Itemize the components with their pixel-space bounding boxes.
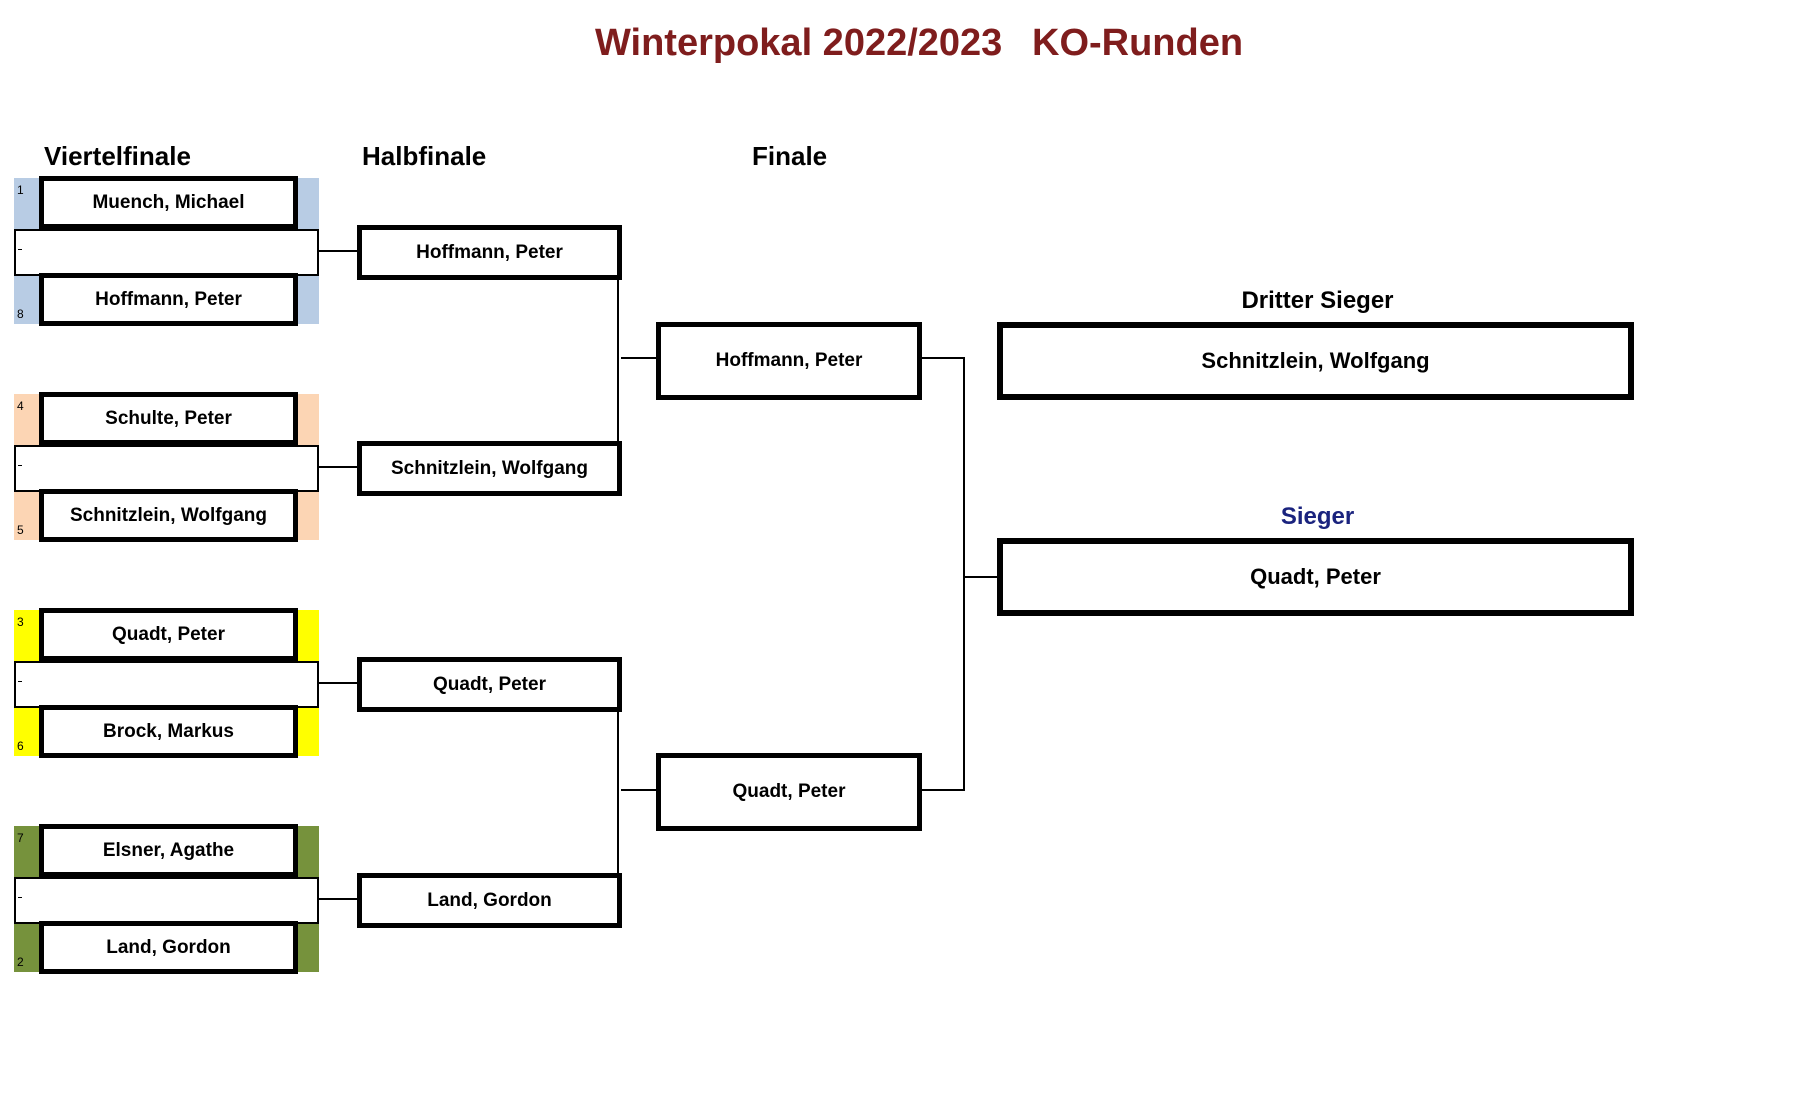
qf2-bottom-player: Schnitzlein, Wolfgang [39, 489, 298, 542]
qf4-match-row [14, 877, 319, 924]
round-label-semifinal: Halbfinale [362, 141, 487, 171]
sf1-player: Hoffmann, Peter [357, 225, 622, 280]
page-title-left: Winterpokal 2022/2023 [595, 22, 1003, 64]
connector-qf2-sf2 [319, 466, 358, 468]
third-place-player: Schnitzlein, Wolfgang [997, 322, 1634, 400]
qf2-top-seed: 4 [17, 399, 24, 413]
connector-qf1-sf1 [319, 250, 358, 252]
connector-sf-top-horizontal [621, 357, 659, 359]
page-title-right: KO-Runden [1032, 22, 1244, 64]
qf1-bottom-player: Hoffmann, Peter [39, 273, 298, 326]
winner-label: Sieger [1280, 503, 1355, 530]
winner-player: Quadt, Peter [997, 538, 1634, 616]
qf4-top-seed: 7 [17, 831, 24, 845]
connector-final-bottom-horizontal [922, 789, 964, 791]
connector-final-vertical [963, 357, 965, 791]
qf1-top-player: Muench, Michael [39, 176, 298, 229]
connector-sf-bottom-horizontal [621, 789, 659, 791]
round-label-quarterfinal: Viertelfinale [44, 141, 191, 171]
qf1-match-row [14, 229, 319, 276]
qf3-bottom-seed: 6 [17, 739, 24, 753]
connector-qf3-sf3 [319, 682, 358, 684]
qf2-top-player: Schulte, Peter [39, 392, 298, 445]
connector-qf4-sf4 [319, 898, 358, 900]
qf1-top-seed: 1 [17, 183, 24, 197]
connector-to-winner [963, 576, 1003, 578]
qf3-top-seed: 3 [17, 615, 24, 629]
qf3-top-player: Quadt, Peter [39, 608, 298, 661]
sf2-player: Schnitzlein, Wolfgang [357, 441, 622, 496]
final-bottom-player: Quadt, Peter [656, 753, 922, 831]
qf2-bottom-seed: 5 [17, 523, 24, 537]
qf2-match-row [14, 445, 319, 492]
round-label-final: Finale [752, 141, 828, 171]
connector-final-top-horizontal [922, 357, 964, 359]
connector-sf-bottom-vertical [617, 684, 619, 900]
qf4-bottom-seed: 2 [17, 955, 24, 969]
qf1-bottom-seed: 8 [17, 307, 24, 321]
third-place-label: Dritter Sieger [1241, 287, 1394, 314]
sf4-player: Land, Gordon [357, 873, 622, 928]
qf3-bottom-player: Brock, Markus [39, 705, 298, 758]
qf4-top-player: Elsner, Agathe [39, 824, 298, 877]
connector-sf-top-vertical [617, 252, 619, 468]
qf3-match-row [14, 661, 319, 708]
sf3-player: Quadt, Peter [357, 657, 622, 712]
final-top-player: Hoffmann, Peter [656, 322, 922, 400]
qf4-bottom-player: Land, Gordon [39, 921, 298, 974]
